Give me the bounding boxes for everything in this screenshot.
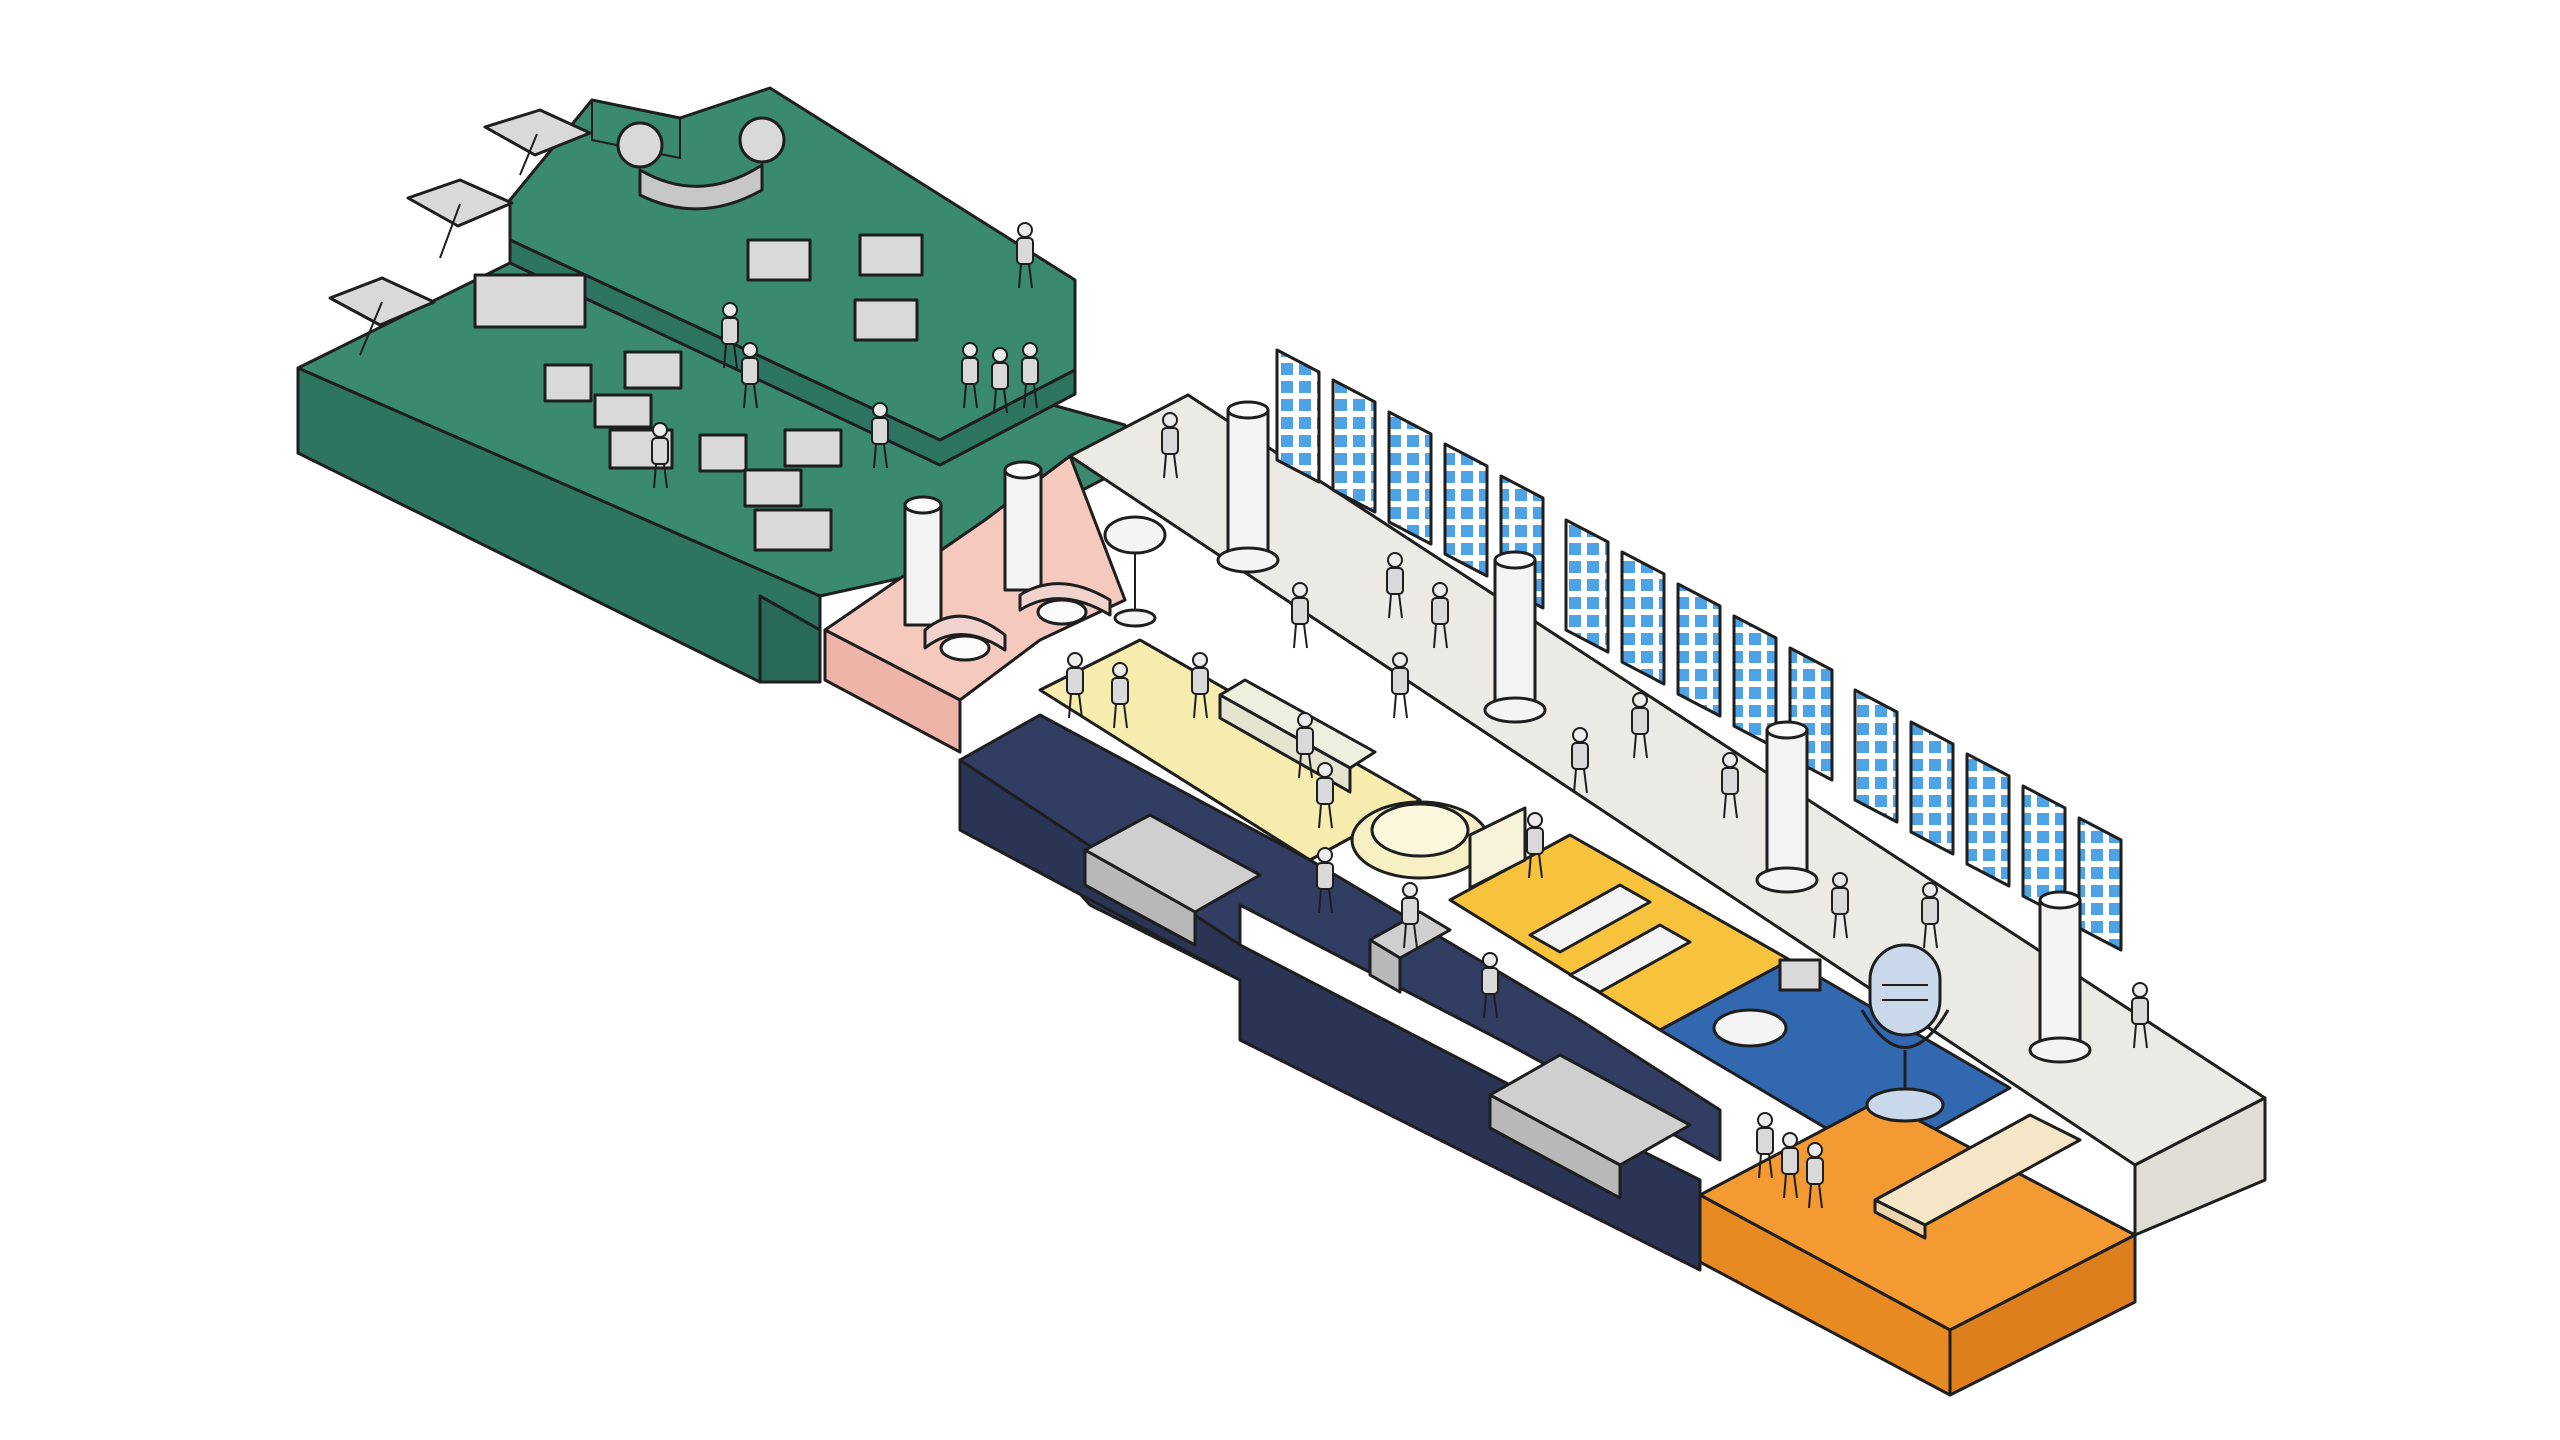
person-icon [1066, 652, 1084, 719]
window-panel [1909, 720, 1955, 856]
window-panel [1331, 378, 1377, 514]
main-corridor-zone [1068, 393, 2267, 1237]
giant-glass-icon [1103, 515, 1167, 628]
person-icon [1191, 652, 1209, 719]
microphone-icon [1860, 943, 1950, 1123]
person-icon [1386, 552, 1404, 619]
person-icon [1016, 222, 1034, 289]
cafe-face [823, 628, 962, 754]
person-icon [1296, 712, 1314, 779]
column-icon [1483, 550, 1547, 724]
corridor-face [2133, 1096, 2267, 1237]
terrace-lower-front-face [758, 594, 822, 684]
umbrella-icon [483, 108, 592, 176]
person-icon [1781, 1132, 1799, 1199]
person-icon [1021, 342, 1039, 409]
person-icon [1391, 652, 1409, 719]
person-icon [1431, 582, 1449, 649]
person-icon [1571, 727, 1589, 794]
person-icon [1316, 762, 1334, 829]
person-icon [1291, 582, 1309, 649]
corridor-columns [1216, 400, 2092, 1064]
person-icon [1526, 812, 1544, 879]
umbrella-icon [406, 178, 514, 259]
person-icon [1631, 692, 1649, 759]
person-icon [1831, 872, 1849, 939]
person-icon [1721, 752, 1739, 819]
booth-seating-icon [923, 582, 1112, 662]
whiteboard-icon [1468, 806, 1527, 890]
lounge-chairs-icon [473, 233, 924, 552]
person-icon [1481, 952, 1499, 1019]
window-panel [2077, 816, 2123, 952]
person-icon [871, 402, 889, 469]
round-counter-icon [1350, 800, 1490, 880]
window-panel [1676, 582, 1722, 718]
person-icon [721, 302, 739, 369]
conference-table-icon [1873, 1113, 2082, 1240]
person-icon [651, 422, 669, 489]
studio-table-icon [1712, 958, 1822, 1048]
person-icon [1806, 1142, 1824, 1209]
person-icon [1756, 1112, 1774, 1179]
sofa-icon [1083, 813, 1692, 1200]
reception-desk-icon [1368, 910, 1452, 994]
window-panel [1853, 688, 1899, 824]
terrace-plant-icon [616, 116, 786, 211]
person-icon [991, 347, 1009, 414]
window-panel [1564, 518, 1610, 654]
person-icon [1161, 412, 1179, 479]
window-wall [1275, 348, 2123, 952]
person-icon [1921, 882, 1939, 949]
window-panel [1275, 348, 1321, 484]
column-icon [1216, 400, 1280, 574]
window-panel [1965, 752, 2011, 888]
boardroom-right-face [1948, 1233, 2137, 1397]
person-icon [1111, 662, 1129, 729]
person-icon [1316, 847, 1334, 914]
umbrella-icon [328, 276, 436, 356]
window-panel [1387, 410, 1433, 546]
column-icon [2028, 890, 2092, 1064]
cafe-pillars [903, 460, 1043, 627]
window-panel [1443, 442, 1489, 578]
window-panel [1620, 550, 1666, 686]
people-figures [651, 222, 2149, 1209]
terrace-umbrellas [328, 108, 592, 356]
cafe-booths-zone [823, 454, 1127, 754]
person-icon [2131, 982, 2149, 1049]
person-icon [741, 342, 759, 409]
person-icon [1401, 882, 1419, 949]
person-icon [961, 342, 979, 409]
column-icon [1755, 720, 1819, 894]
desks-icon [1528, 883, 1692, 994]
